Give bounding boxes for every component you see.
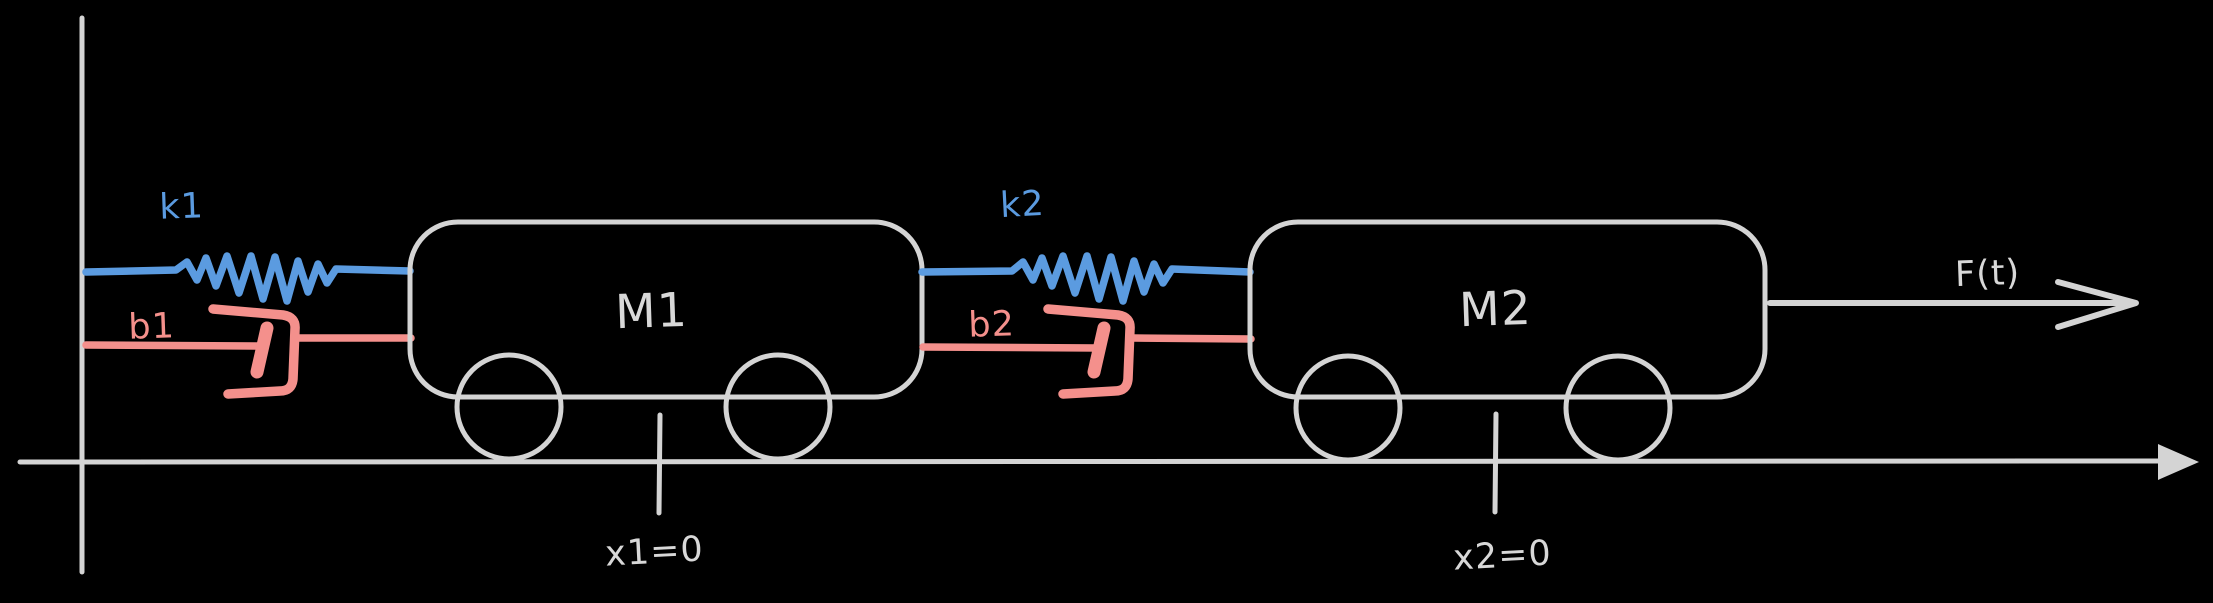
spring1-coil	[82, 252, 414, 305]
damper2-label: b2	[968, 304, 1016, 346]
damper2-rod-in	[919, 343, 1101, 352]
spring2-label: k2	[999, 184, 1046, 226]
mass1-reference-marker	[656, 412, 663, 516]
damper-b2: b2	[919, 304, 1255, 399]
mass-m1: M1 x1=0	[407, 219, 925, 575]
mass-m2: M2 x2=0	[1247, 219, 1768, 579]
mass1-body	[407, 219, 925, 400]
ground-arrowhead-icon	[2158, 444, 2199, 480]
spring2-coil	[918, 252, 1254, 305]
mass2-body	[1247, 219, 1768, 400]
damper1-rod-in	[82, 341, 263, 350]
mass1-wheel-right	[723, 352, 833, 462]
spring-k2: k2	[918, 184, 1254, 305]
mass2-reference-marker	[1492, 411, 1499, 515]
mass2-wheel-left	[1293, 353, 1403, 463]
damper2-piston	[1087, 321, 1111, 379]
mass1-position-label: x1=0	[604, 529, 705, 574]
force-label: F(t)	[1954, 253, 2021, 295]
damper1-piston	[250, 321, 274, 379]
damper2-rod-out	[1129, 334, 1255, 343]
mass1-wheel-left	[454, 352, 564, 462]
damper-b1: b1	[82, 304, 415, 399]
ground	[17, 444, 2199, 480]
damper1-label: b1	[128, 306, 176, 348]
force-arrowhead-icon	[2055, 279, 2139, 330]
ground-line	[17, 457, 2169, 465]
mass2-wheel-right	[1563, 353, 1673, 463]
damper1-cylinder	[208, 304, 300, 399]
mass1-label: M1	[614, 283, 688, 340]
spring1-label: k1	[159, 186, 205, 228]
spring-k1: k1	[82, 186, 414, 305]
mass2-label: M2	[1458, 281, 1532, 338]
damper2-cylinder	[1043, 304, 1135, 399]
applied-force: F(t)	[1767, 253, 2139, 330]
mass2-position-label: x2=0	[1452, 533, 1553, 578]
